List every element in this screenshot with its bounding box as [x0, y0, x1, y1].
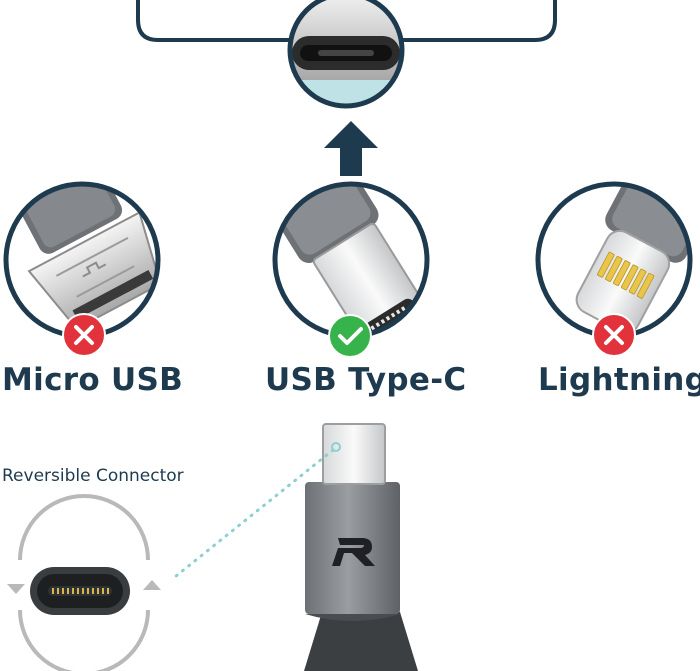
connector-label-lightning: Lightning [538, 362, 700, 398]
usb-type-c-illustration [272, 181, 430, 339]
up-arrow-icon [324, 121, 378, 176]
connector-label-usb-type-c: USB Type-C [265, 362, 467, 398]
dotted-leader-line [174, 448, 335, 578]
check-icon [328, 314, 372, 358]
brand-logo-icon [332, 538, 375, 566]
lightning-illustration [535, 181, 693, 339]
connector-label-micro-usb: Micro USB [2, 362, 184, 398]
reversible-connector-illustration [7, 494, 161, 671]
reject-icon [592, 313, 636, 357]
reject-icon [62, 313, 106, 357]
reversible-connector-label: Reversible Connector [2, 466, 184, 486]
usb-c-port-magnifier [287, 0, 405, 109]
usb-c-cable-illustration [304, 423, 418, 671]
micro-usb-illustration [3, 181, 161, 339]
